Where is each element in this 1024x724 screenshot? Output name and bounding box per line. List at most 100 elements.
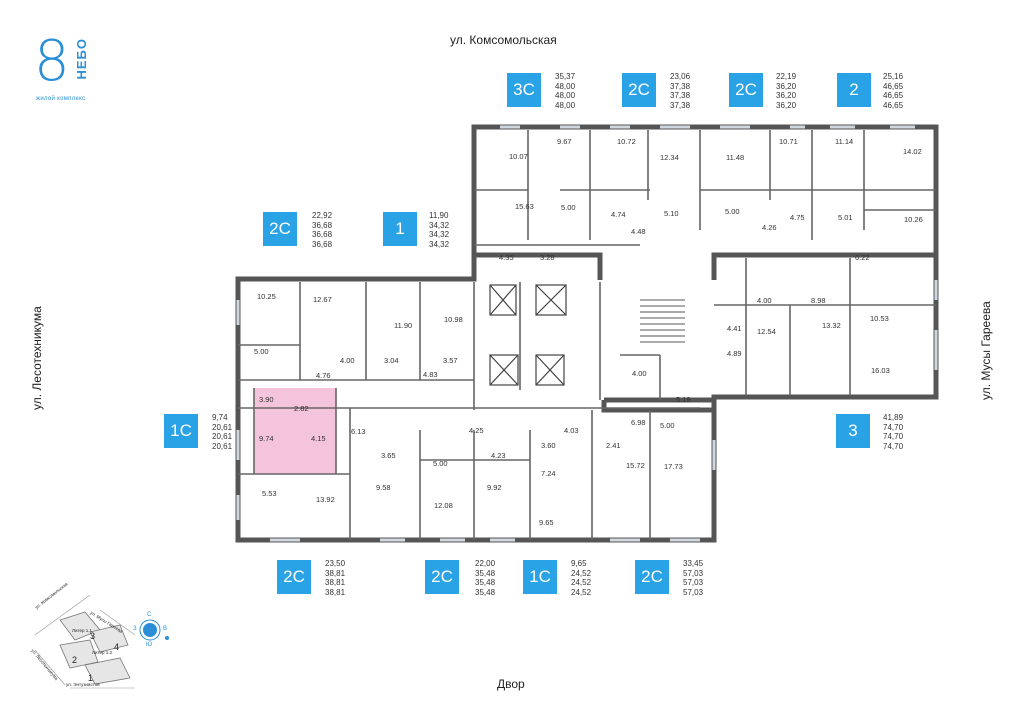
apartment-badge[interactable]: 3 bbox=[836, 414, 870, 448]
area-value: 74,70 bbox=[883, 441, 904, 451]
area-value: 74,70 bbox=[883, 432, 904, 441]
area-value: 41,89 bbox=[883, 413, 904, 422]
area-value: 48,00 bbox=[555, 81, 576, 91]
room-area: 3.90 bbox=[259, 395, 274, 404]
area-value: 37,38 bbox=[670, 91, 691, 100]
minimap-section: 3 bbox=[90, 631, 96, 641]
apartment-areas: 25,16 46,65 46,65 46,65 bbox=[883, 72, 903, 110]
street-top: ул. Комсомольская bbox=[450, 33, 557, 47]
logo-numeral: 8 bbox=[34, 29, 70, 94]
room-area: 15.63 bbox=[515, 202, 534, 211]
room-area: 4.74 bbox=[611, 210, 626, 219]
logo-subtitle: жилой комплекс bbox=[36, 96, 86, 102]
area-value: 37,38 bbox=[670, 100, 691, 110]
apartment-badge[interactable]: 2С bbox=[635, 560, 669, 594]
apartment-badge[interactable]: 2С bbox=[622, 73, 656, 107]
apartment-badge[interactable]: 1С bbox=[523, 560, 557, 594]
area-value: 22,00 bbox=[475, 559, 496, 568]
area-value: 33,45 bbox=[683, 559, 704, 568]
room-area: 5.00 bbox=[254, 347, 269, 356]
area-value: 20,61 bbox=[212, 441, 233, 451]
room-area: 4.89 bbox=[727, 349, 742, 358]
logo: 8 НЕБО жилой комплекс bbox=[34, 34, 104, 104]
room-area: 6.98 bbox=[631, 418, 646, 427]
room-area: 12.08 bbox=[434, 501, 453, 510]
room-area: 5.00 bbox=[433, 459, 448, 468]
area-value: 9,74 bbox=[212, 413, 228, 422]
room-area: 12.34 bbox=[660, 153, 679, 162]
area-value: 36,68 bbox=[312, 239, 333, 249]
room-area: 4.76 bbox=[316, 371, 331, 380]
area-value: 24,52 bbox=[571, 568, 592, 578]
area-value: 38,81 bbox=[325, 578, 346, 587]
minimap-street-bottom: ул. Энтузиастов bbox=[66, 682, 100, 687]
highlighted-apartment bbox=[254, 388, 336, 474]
area-value: 20,61 bbox=[212, 432, 233, 441]
room-area: 4.23 bbox=[491, 451, 506, 460]
room-area: 10.72 bbox=[617, 137, 636, 146]
room-area: 10.71 bbox=[779, 137, 798, 146]
room-area: 9.58 bbox=[376, 483, 391, 492]
room-area: 16.03 bbox=[871, 366, 890, 375]
area-value: 48,00 bbox=[555, 91, 576, 100]
room-area: 3.60 bbox=[541, 441, 556, 450]
room-area: 9.67 bbox=[557, 137, 572, 146]
room-area: 4.00 bbox=[340, 356, 355, 365]
room-area: 9.74 bbox=[259, 434, 274, 443]
room-area: 7.24 bbox=[541, 469, 556, 478]
apartment-areas: 22,19 36,20 36,20 36,20 bbox=[776, 72, 796, 110]
room-area: 4.00 bbox=[632, 369, 647, 378]
room-area: 13.92 bbox=[316, 495, 335, 504]
minimap-entrance-1: Литер 1.1 bbox=[72, 628, 92, 633]
area-value: 35,37 bbox=[555, 72, 576, 81]
compass-east: В bbox=[163, 626, 168, 632]
room-area: 5.53 bbox=[262, 489, 277, 498]
room-area: 10.07 bbox=[509, 152, 528, 161]
area-value: 38,81 bbox=[325, 587, 346, 597]
room-area: 4.41 bbox=[727, 324, 742, 333]
minimap-section: 4 bbox=[114, 642, 120, 652]
apartment-badge[interactable]: 1С bbox=[164, 414, 198, 448]
apartment-badge[interactable]: 2С bbox=[263, 212, 297, 246]
area-value: 57,03 bbox=[683, 568, 704, 578]
area-value: 23,50 bbox=[325, 559, 346, 568]
apartment-badge[interactable]: 2С bbox=[425, 560, 459, 594]
room-area: 4.48 bbox=[631, 227, 646, 236]
area-value: 38,81 bbox=[325, 568, 346, 578]
apartment-badge[interactable]: 2С bbox=[277, 560, 311, 594]
area-value: 11,90 bbox=[429, 211, 449, 220]
room-area: 17.73 bbox=[664, 462, 683, 471]
minimap-section: 2 bbox=[72, 655, 78, 665]
apartment-areas: 35,37 48,00 48,00 48,00 bbox=[555, 72, 575, 110]
room-area: 4.75 bbox=[790, 213, 805, 222]
apartment-badge[interactable]: 3С bbox=[507, 73, 541, 107]
area-value: 34,32 bbox=[429, 239, 450, 249]
room-area: 11.48 bbox=[726, 153, 745, 162]
compass-south: Ю bbox=[146, 642, 153, 648]
area-value: 46,65 bbox=[883, 100, 904, 110]
area-value: 57,03 bbox=[683, 587, 704, 597]
room-area: 5.01 bbox=[838, 213, 853, 222]
area-value: 23,06 bbox=[670, 72, 691, 81]
apartment-areas: 33,45 57,03 57,03 57,03 bbox=[683, 559, 703, 597]
room-area: 13.32 bbox=[822, 321, 841, 330]
room-area: 5.10 bbox=[664, 209, 679, 218]
room-area: 4.26 bbox=[762, 223, 777, 232]
apartment-badge[interactable]: 1 bbox=[383, 212, 417, 246]
room-area: 15.72 bbox=[626, 461, 645, 470]
room-area: 10.25 bbox=[257, 292, 276, 301]
room-area: 3.28 bbox=[540, 253, 555, 262]
area-value: 34,32 bbox=[429, 220, 450, 230]
apartment-badge[interactable]: 2С bbox=[729, 73, 763, 107]
area-value: 57,03 bbox=[683, 578, 704, 587]
area-value: 36,68 bbox=[312, 230, 333, 239]
area-value: 24,52 bbox=[571, 578, 592, 587]
room-area: 4.03 bbox=[564, 426, 579, 435]
room-area: 8.98 bbox=[811, 296, 826, 305]
apartment-areas: 41,89 74,70 74,70 74,70 bbox=[883, 413, 903, 451]
room-area: 10.98 bbox=[444, 315, 463, 324]
apartment-badge[interactable]: 2 bbox=[837, 73, 871, 107]
area-value: 46,65 bbox=[883, 91, 904, 100]
area-value: 24,52 bbox=[571, 587, 592, 597]
stairs bbox=[640, 299, 685, 343]
